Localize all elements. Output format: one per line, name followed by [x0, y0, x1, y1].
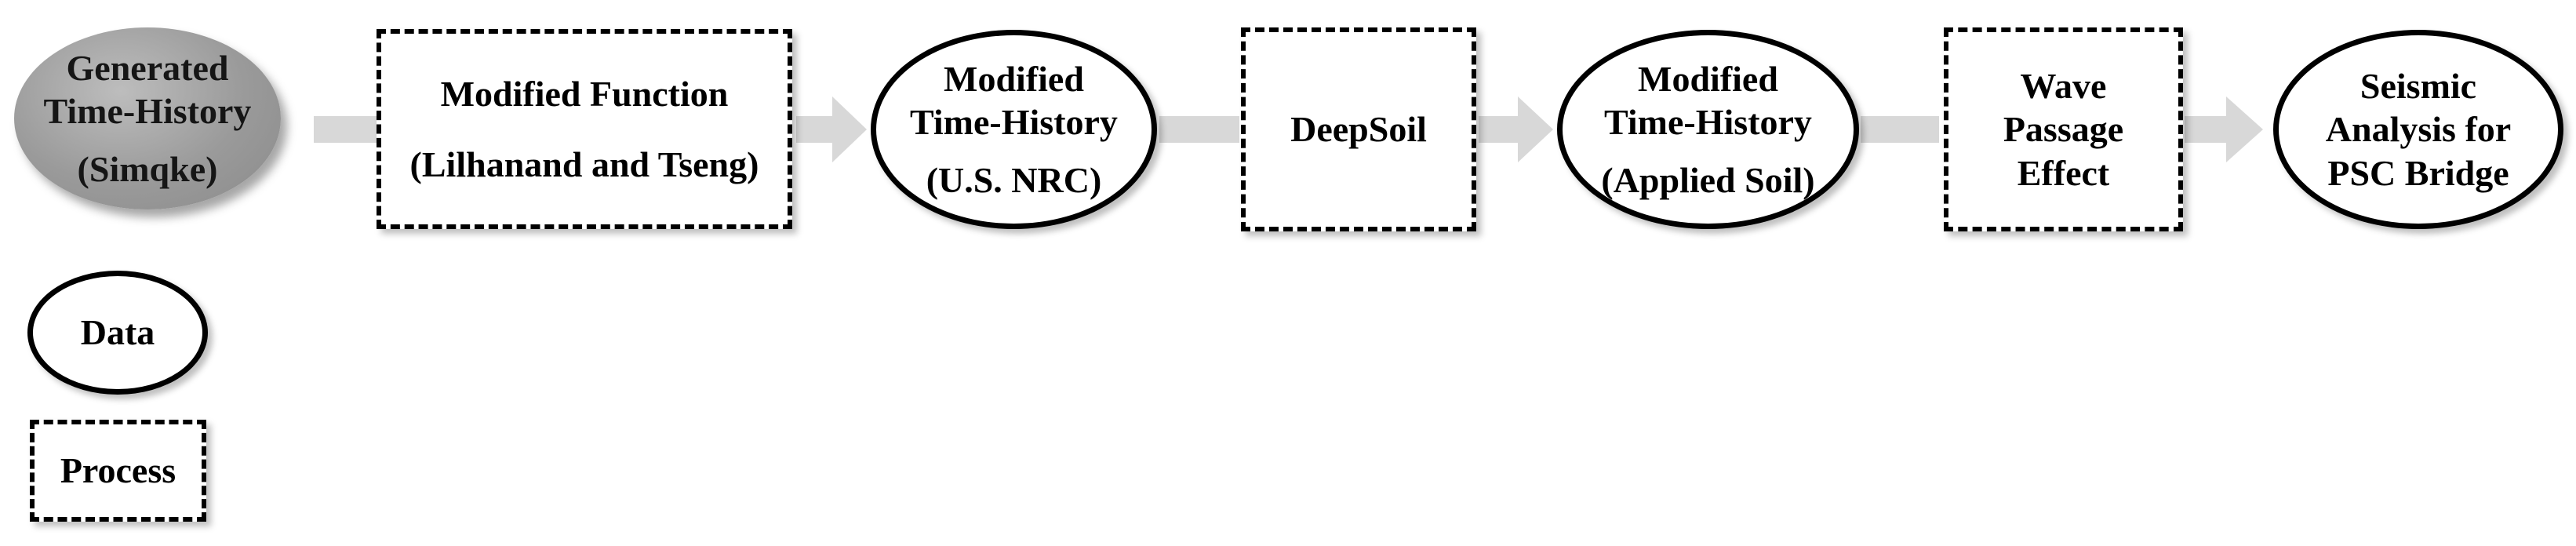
- node-7-line-3: PSC Bridge: [2327, 152, 2509, 193]
- legend-process-label: Process: [60, 450, 176, 491]
- node-4-line-1: DeepSoil: [1290, 109, 1427, 150]
- node-6-line-2: Passage: [2003, 109, 2124, 150]
- node-7-line-2: Analysis for: [2325, 109, 2512, 150]
- node-generated-time-history: Generated Time-History (Simqke): [14, 27, 281, 209]
- arrow-5: [1861, 116, 1939, 143]
- node-3-line-2: Time-History: [910, 102, 1118, 143]
- arrow-4: [1479, 96, 1553, 162]
- node-6-line-3: Effect: [2017, 152, 2110, 193]
- legend-data-label: Data: [80, 312, 155, 353]
- node-1-line-3: (Simqke): [77, 148, 218, 189]
- legend-data: Data: [27, 271, 208, 395]
- node-modified-time-history-nrc: Modified Time-History (U.S. NRC): [871, 30, 1157, 229]
- node-3-line-1: Modified: [944, 59, 1084, 100]
- node-1-line-2: Time-History: [43, 91, 252, 132]
- legend-process: Process: [30, 420, 206, 522]
- arrow-2: [796, 96, 867, 162]
- node-modified-time-history-soil: Modified Time-History (Applied Soil): [1557, 30, 1859, 229]
- node-deepsoil: DeepSoil: [1241, 27, 1476, 231]
- node-1-line-1: Generated: [66, 48, 229, 89]
- node-5-line-1: Modified: [1638, 59, 1778, 100]
- node-7-line-1: Seismic: [2360, 66, 2477, 107]
- node-modified-function: Modified Function (Lilhanand and Tseng): [377, 29, 792, 229]
- node-3-line-3: (U.S. NRC): [926, 159, 1102, 200]
- node-2-line-2: (Lilhanand and Tseng): [409, 144, 759, 184]
- node-2-line-1: Modified Function: [440, 74, 729, 115]
- arrow-3: [1159, 116, 1239, 143]
- node-wave-passage-effect: Wave Passage Effect: [1944, 27, 2183, 231]
- arrow-1: [314, 116, 384, 143]
- node-5-line-3: (Applied Soil): [1601, 159, 1815, 200]
- arrow-6: [2185, 96, 2263, 162]
- node-seismic-analysis: Seismic Analysis for PSC Bridge: [2273, 30, 2563, 229]
- node-6-line-1: Wave: [2020, 66, 2107, 107]
- node-5-line-2: Time-History: [1604, 102, 1812, 143]
